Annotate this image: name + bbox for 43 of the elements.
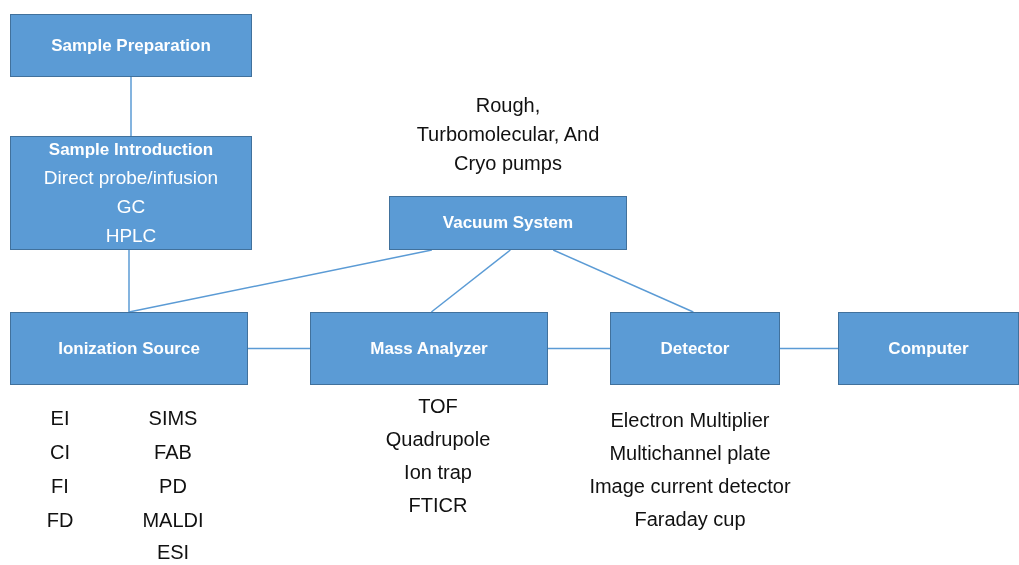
box-title: Detector — [660, 338, 730, 359]
annotation-text: FD — [46, 509, 74, 532]
connector-line — [779, 347, 839, 350]
process-box — [389, 196, 627, 250]
process-box — [10, 136, 252, 250]
annotation-text: Multichannel plate — [609, 442, 771, 465]
process-box — [838, 312, 1019, 385]
annotation-text: Image current detector — [589, 475, 791, 498]
annotation-text: Rough, Turbomolecular, And Cryo pumps — [415, 93, 601, 176]
connector-line — [128, 249, 433, 313]
box-title: Ionization Source — [58, 338, 200, 359]
connector-line — [430, 249, 512, 313]
annotation-text: TOF — [418, 395, 458, 418]
box-text: GC — [116, 195, 146, 219]
annotation-text: ESI — [156, 541, 190, 564]
process-box — [610, 312, 780, 385]
annotation-text: CI — [50, 441, 70, 464]
annotation-text: FTICR — [408, 494, 468, 517]
annotation-text: SIMS — [148, 407, 198, 430]
connector-line — [128, 249, 130, 313]
annotation-text: Electron Multiplier — [610, 409, 770, 432]
box-title: Sample Introduction — [48, 139, 214, 161]
connector-line — [552, 249, 695, 313]
annotation-text: FI — [51, 475, 69, 498]
annotation-text: Ion trap — [404, 461, 472, 484]
box-title: Vacuum System — [442, 213, 574, 233]
connector-line — [247, 347, 311, 350]
box-title: Mass Analyzer — [370, 338, 488, 359]
process-box — [10, 14, 252, 77]
annotation-text: FAB — [154, 441, 192, 464]
connector-line — [130, 76, 132, 137]
annotation-text: Quadrupole — [385, 428, 491, 451]
annotation-text: EI — [50, 407, 70, 430]
annotation-text: MALDI — [142, 509, 204, 532]
connector-line — [547, 347, 611, 350]
box-title: Computer — [888, 338, 969, 359]
annotation-text: Faraday cup — [634, 508, 746, 531]
annotation-text: PD — [159, 475, 187, 498]
process-box — [10, 312, 248, 385]
box-text: Direct probe/infusion — [43, 166, 219, 190]
process-box — [310, 312, 548, 385]
box-text: HPLC — [105, 224, 157, 248]
box-title: Sample Preparation — [51, 35, 211, 56]
